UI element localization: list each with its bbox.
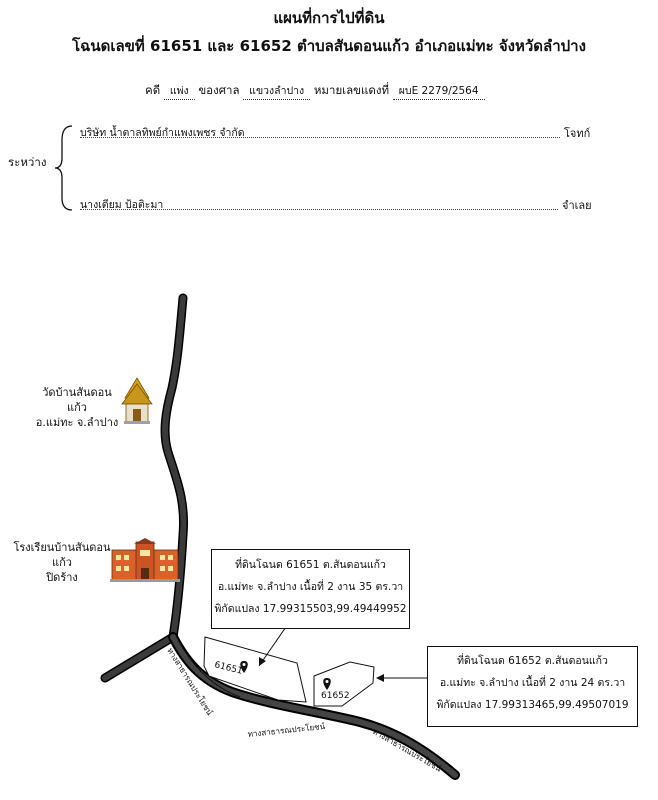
pin-61652-icon (323, 678, 331, 690)
case-label: คดี (145, 83, 161, 97)
main-road-fill (162, 295, 187, 640)
defendant-dotted-line (80, 209, 558, 210)
temple-name: วัดบ้านสันดอนแก้ว (42, 386, 112, 414)
box2-line3: พิกัดแปลง 17.99313465,99.49507019 (436, 699, 629, 711)
box1-pointer-arrow (258, 623, 289, 667)
plaintiff-role: โจทก์ (564, 127, 591, 140)
parcel-61652-info-box: ที่ดินโฉนด 61652 ต.สันดอนแก้ว อ.แม่ทะ จ.… (427, 646, 638, 727)
plaintiff-name: บริษัท น้ำตาลทิพย์กำแพงเพชร จำกัด (80, 127, 245, 139)
plaintiff-row: บริษัท น้ำตาลทิพย์กำแพงเพชร จำกัด โจทก์ (80, 124, 600, 140)
temple-location: อ.แม่ทะ จ.ลำปาง (35, 416, 119, 429)
parcel-61651 (203, 636, 307, 703)
southwest-road-fill (102, 634, 176, 681)
school-status: ปิดร้าง (46, 571, 78, 584)
party-brace (54, 125, 73, 211)
map-title: แผนที่การไปที่ดิน (273, 9, 385, 27)
box1-line3: พิกัดแปลง 17.99315503,99.49449952 (214, 603, 407, 615)
case-number-label: หมายเลขแดงที่ (313, 83, 390, 97)
road-label-3: ทางสาธารณประโยชน์ (371, 726, 444, 774)
parcel-61651-info-box: ที่ดินโฉนด 61651 ต.สันดอนแก้ว อ.แม่ทะ จ.… (211, 549, 410, 629)
plaintiff-dotted-line (80, 137, 560, 138)
defendant-row: นางเตียม ป้อติะมา จำเลย (80, 196, 600, 212)
box2-line1: ที่ดินโฉนด 61652 ต.สันดอนแก้ว (457, 655, 608, 667)
box2-line2: อ.แม่ทะ จ.ลำปาง เนื้อที่ 2 งาน 24 ตร.วา (439, 677, 626, 689)
defendant-role: จำเลย (562, 199, 592, 212)
map-subtitle: โฉนดเลขที่ 61651 และ 61652 ตำบลสันดอนแก้… (72, 37, 586, 55)
case-number: ผบE 2279/2564 (392, 82, 485, 100)
court-label: ของศาล (198, 83, 240, 97)
case-info-line: คดี แพ่ง ของศาล แขวงลำปาง หมายเลขแดงที่ … (145, 82, 485, 100)
temple-icon (121, 377, 153, 424)
school-name: โรงเรียนบ้านสันดอนแก้ว (13, 541, 111, 569)
box1-line2: อ.แม่ทะ จ.ลำปาง เนื้อที่ 2 งาน 35 ตร.วา (217, 581, 404, 593)
parcel-61652-label: 61652 (321, 691, 350, 701)
parcel-61652 (313, 661, 375, 707)
pin-61651-icon (240, 661, 248, 673)
defendant-name: นางเตียม ป้อติะมา (80, 199, 164, 211)
temple-label: วัดบ้านสันดอนแก้ว อ.แม่ทะ จ.ลำปาง (34, 385, 120, 430)
case-type: แพ่ง (163, 82, 195, 100)
school-icon (110, 538, 180, 582)
school-label: โรงเรียนบ้านสันดอนแก้ว ปิดร้าง (12, 540, 112, 585)
southeast-road-fill (170, 634, 458, 778)
road-label-2: ทางสาธารณประโยชน์ (247, 721, 326, 739)
box1-line1: ที่ดินโฉนด 61651 ต.สันดอนแก้ว (235, 559, 386, 571)
court-name: แขวงลำปาง (243, 82, 311, 100)
between-label: ระหว่าง (8, 155, 47, 169)
